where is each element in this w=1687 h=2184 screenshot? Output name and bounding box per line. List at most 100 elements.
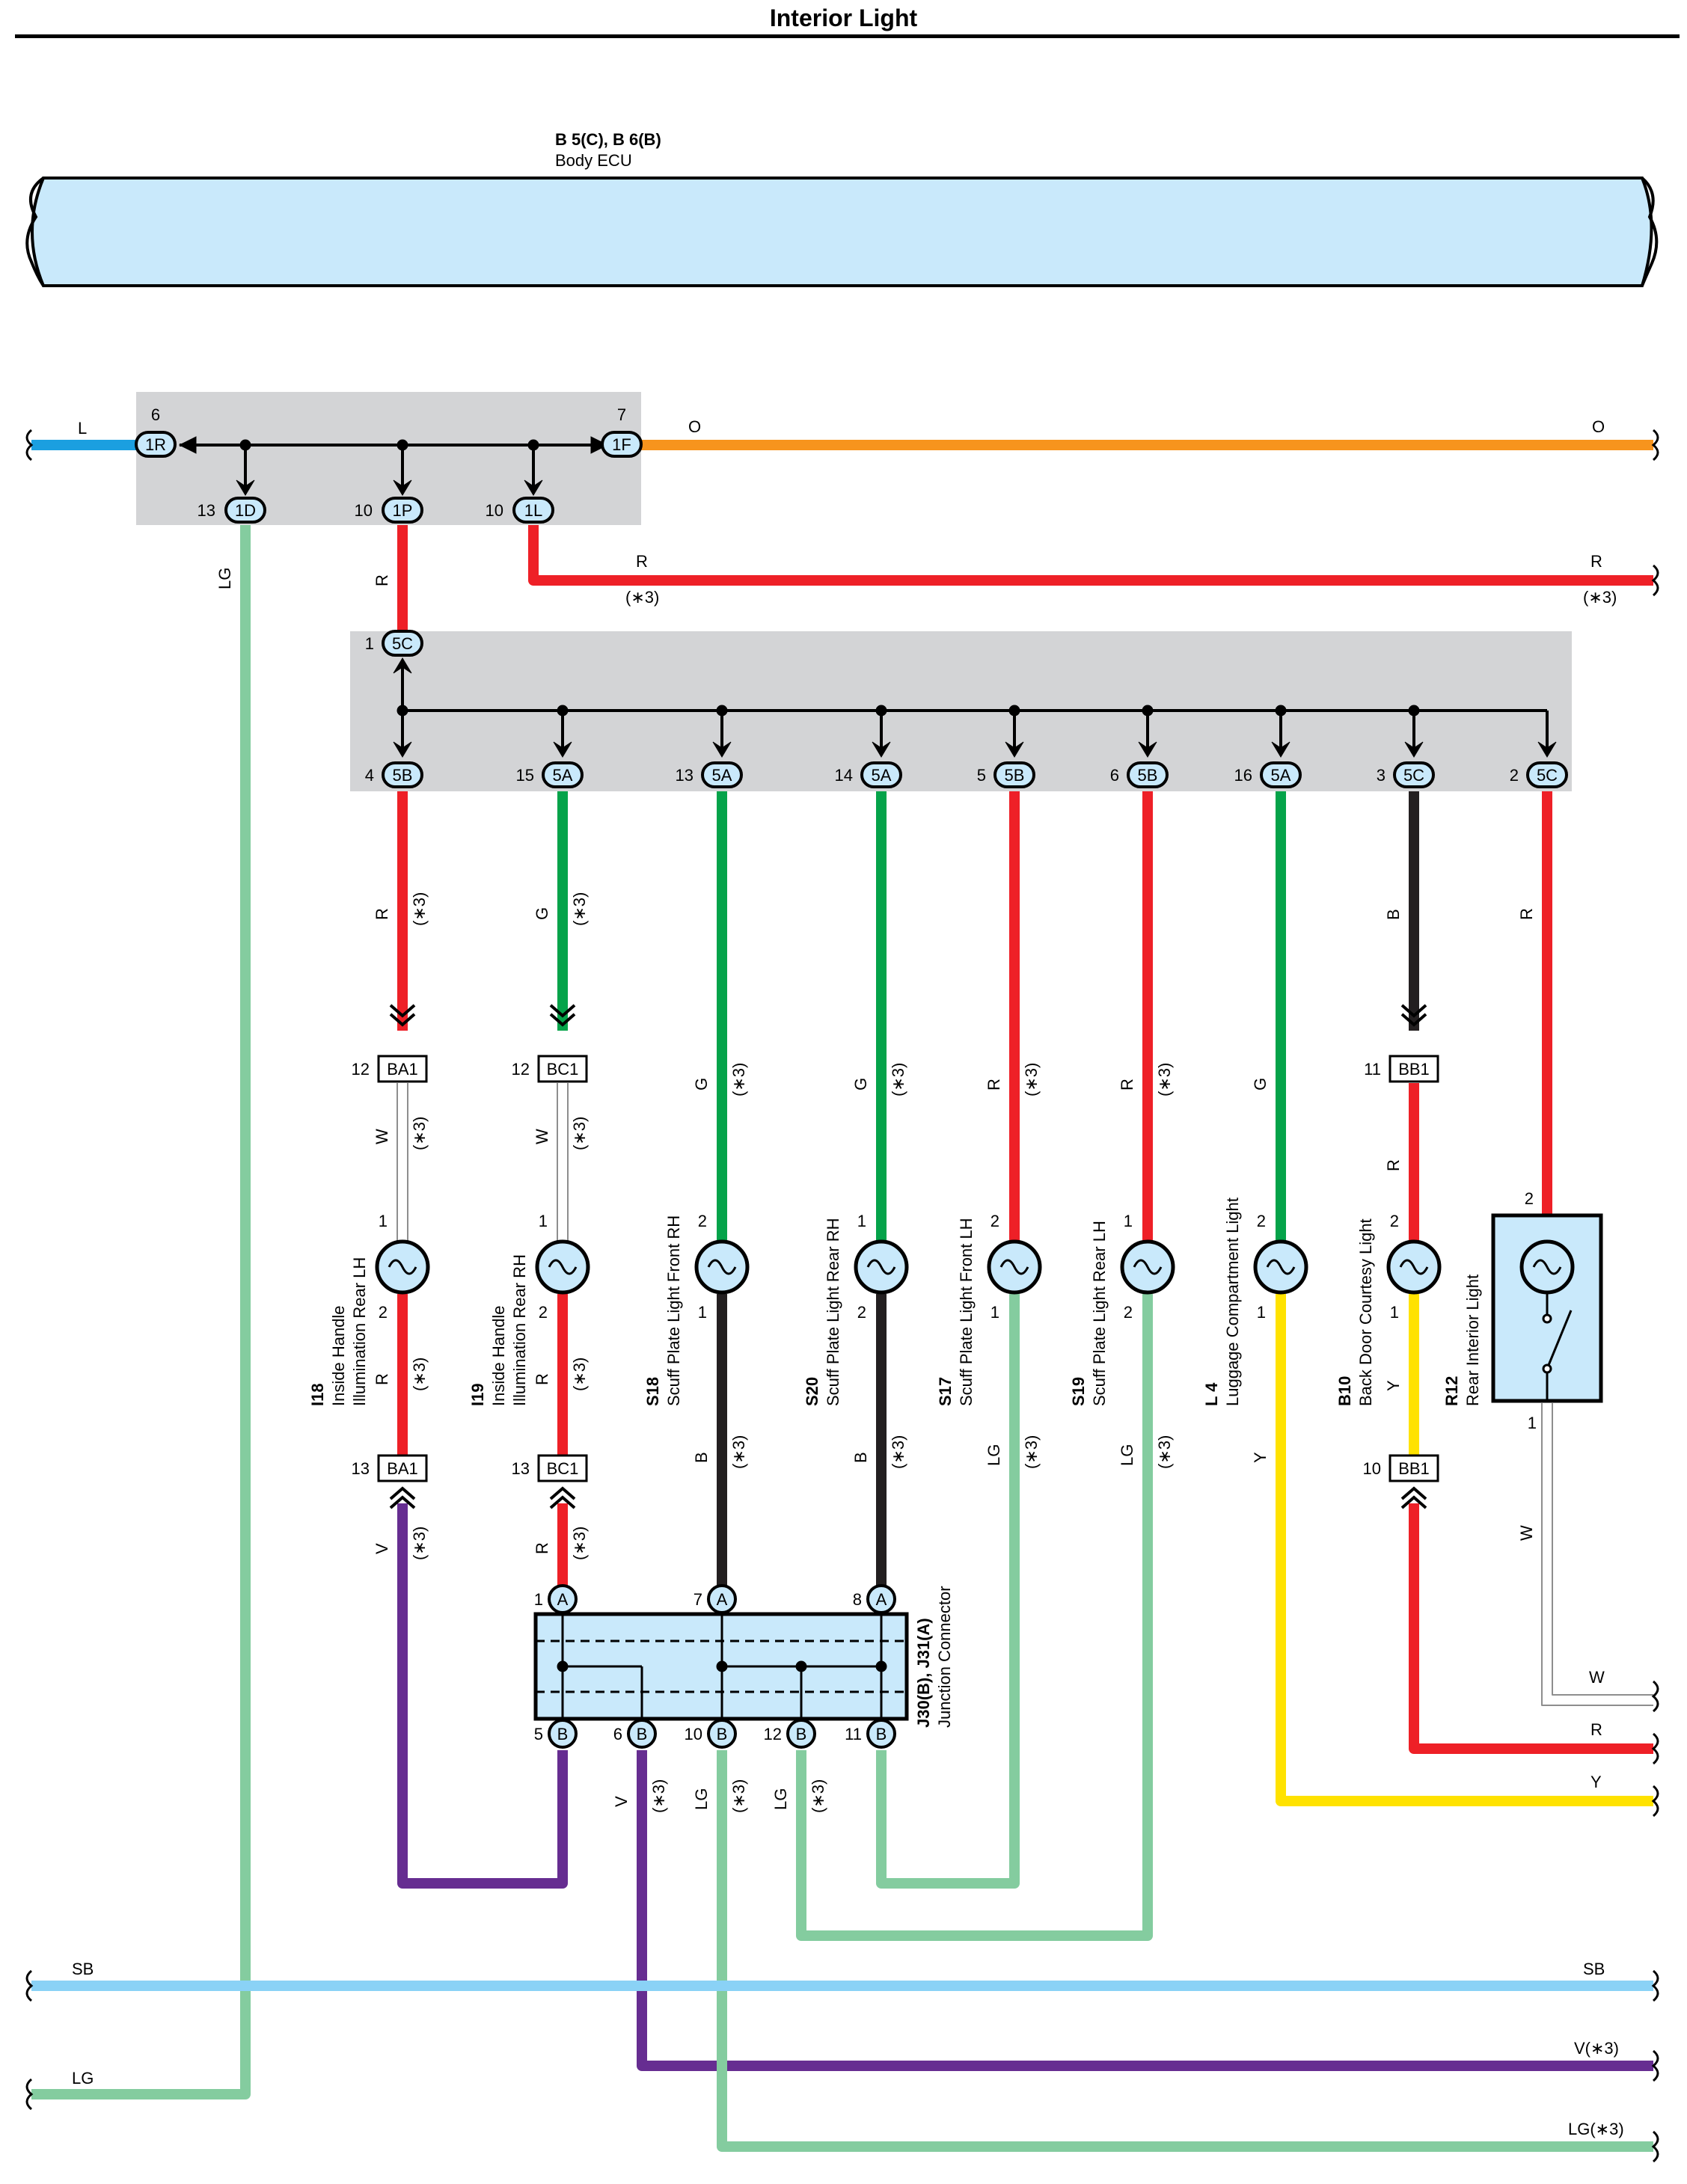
svg-text:2: 2 <box>1257 1212 1266 1230</box>
svg-text:LG: LG <box>985 1444 1003 1466</box>
svg-text:(∗3): (∗3) <box>1583 588 1617 607</box>
jb-pin-1L: 1L 10 <box>486 497 554 524</box>
svg-text:V(∗3): V(∗3) <box>1574 2039 1619 2058</box>
svg-text:G: G <box>1251 1078 1270 1091</box>
jb-pin-out: 5B 4 5A 15 5A 13 5A 14 5B 5 5B 6 5A 16 5… <box>365 761 1568 788</box>
svg-text:2: 2 <box>539 1303 548 1322</box>
svg-text:B: B <box>717 1725 728 1743</box>
svg-text:R: R <box>373 908 391 920</box>
bulb-S19: 1 2 <box>1120 1212 1175 1322</box>
svg-text:6: 6 <box>151 405 160 424</box>
bulb-L4: 2 1 <box>1253 1212 1308 1322</box>
body-ecu: B 5(C), B 6(B) Body ECU <box>25 130 1659 287</box>
label-S19-code: S19 <box>1069 1377 1088 1406</box>
title-rule <box>15 34 1680 38</box>
svg-text:(∗3): (∗3) <box>809 1779 827 1813</box>
wires <box>31 440 1653 2152</box>
svg-text:1D: 1D <box>235 501 256 520</box>
svg-text:A: A <box>717 1590 728 1609</box>
svg-text:L: L <box>78 419 87 438</box>
svg-text:BB1: BB1 <box>1398 1060 1430 1079</box>
svg-text:6: 6 <box>613 1725 622 1743</box>
connector-BA1-top: BA1 12 <box>352 1055 428 1083</box>
wire-labels: L O O R (∗3) R (∗3) SB SB LG V(∗3) LG(∗3… <box>72 417 1624 2138</box>
jb-pin-5C-in: 5C 1 <box>365 630 423 657</box>
bulb-S20: 1 2 <box>854 1212 909 1322</box>
svg-text:(∗3): (∗3) <box>729 1435 748 1469</box>
svg-text:B: B <box>851 1452 870 1463</box>
wire-V-I18 <box>397 1503 568 1889</box>
svg-text:10: 10 <box>355 501 373 520</box>
svg-text:1F: 1F <box>612 435 631 454</box>
label-S19-name: Scuff Plate Light Rear LH <box>1090 1221 1109 1406</box>
label-B10-name: Back Door Courtesy Light <box>1356 1218 1375 1406</box>
svg-text:13: 13 <box>198 501 215 520</box>
svg-text:Y: Y <box>1384 1380 1403 1391</box>
svg-text:(∗3): (∗3) <box>410 892 429 926</box>
svg-text:11: 11 <box>1364 1060 1381 1079</box>
svg-text:13: 13 <box>676 766 694 785</box>
wire-W-R12 <box>1541 1403 1653 1706</box>
svg-text:5C: 5C <box>1403 766 1424 785</box>
svg-text:1: 1 <box>534 1590 543 1609</box>
svg-text:V: V <box>612 1796 631 1807</box>
svg-text:Y: Y <box>1590 1773 1602 1791</box>
svg-text:W: W <box>1517 1525 1536 1541</box>
label-L4-code: L 4 <box>1202 1382 1221 1406</box>
connector-BA1-bottom: BA1 13 <box>352 1454 428 1482</box>
svg-text:5A: 5A <box>712 766 732 785</box>
svg-text:(∗3): (∗3) <box>570 1527 589 1560</box>
svg-text:B: B <box>692 1452 711 1463</box>
svg-text:(∗3): (∗3) <box>729 1063 748 1096</box>
svg-text:5: 5 <box>534 1725 543 1743</box>
connector-BC1-bottom: BC1 13 <box>512 1454 588 1482</box>
svg-text:5: 5 <box>977 766 986 785</box>
component-labels: I18 Inside Handle Illumination Rear LH I… <box>308 1197 1482 1406</box>
junction-name: Junction Connector <box>935 1586 954 1728</box>
wire-LG-S19 <box>796 1294 1153 1941</box>
svg-text:LG: LG <box>771 1788 790 1810</box>
label-L4-name: Luggage Compartment Light <box>1223 1197 1242 1406</box>
svg-text:(∗3): (∗3) <box>410 1527 429 1560</box>
label-S18-name: Scuff Plate Light Front RH <box>664 1215 683 1406</box>
svg-text:6: 6 <box>1110 766 1119 785</box>
jb-pin-1R: 1R 6 <box>135 405 177 458</box>
svg-text:16: 16 <box>1234 766 1252 785</box>
inline-connectors: BA1 12 BC1 12 BB1 11 BA1 13 BC1 13 BB1 1… <box>352 1004 1439 1509</box>
svg-text:5A: 5A <box>1271 766 1291 785</box>
svg-text:7: 7 <box>617 405 626 424</box>
svg-text:5A: 5A <box>872 766 892 785</box>
svg-text:(∗3): (∗3) <box>570 1117 589 1150</box>
label-S17-code: S17 <box>936 1377 955 1406</box>
svg-text:BA1: BA1 <box>387 1060 418 1079</box>
svg-text:1: 1 <box>365 634 374 653</box>
svg-text:BA1: BA1 <box>387 1459 418 1478</box>
svg-text:R: R <box>533 1542 551 1554</box>
svg-text:14: 14 <box>835 766 853 785</box>
svg-text:13: 13 <box>512 1459 530 1478</box>
wire-V-J6 <box>637 1750 1653 2071</box>
svg-text:B: B <box>796 1725 807 1743</box>
label-S20-name: Scuff Plate Light Rear RH <box>824 1218 842 1407</box>
svg-text:13: 13 <box>352 1459 370 1478</box>
svg-text:V: V <box>373 1543 391 1554</box>
svg-text:2: 2 <box>1510 766 1519 785</box>
jb-mid-pins: 5C 1 5B 4 5A 15 5A 13 5A 14 5B 5 5B 6 5A… <box>365 630 1568 788</box>
jb-pin-1F: 1F 7 <box>601 405 643 458</box>
svg-text:5B: 5B <box>1138 766 1158 785</box>
svg-text:LG: LG <box>215 568 234 589</box>
svg-text:1: 1 <box>857 1212 866 1230</box>
svg-text:7: 7 <box>694 1590 702 1609</box>
bulb-R12: 2 1 <box>1491 1189 1603 1432</box>
junction-code: J30(B), J31(A) <box>914 1618 933 1728</box>
svg-text:O: O <box>1592 417 1605 436</box>
jb-pin-1D: 1D 13 <box>198 497 266 524</box>
page-title: Interior Light <box>769 4 918 31</box>
connector-BC1-top: BC1 12 <box>512 1055 588 1083</box>
svg-text:10: 10 <box>685 1725 702 1743</box>
svg-text:4: 4 <box>365 766 374 785</box>
svg-text:1: 1 <box>379 1212 388 1230</box>
label-S20-code: S20 <box>803 1377 821 1406</box>
svg-text:12: 12 <box>764 1725 782 1743</box>
wire-Y-L4 <box>1276 1294 1653 1806</box>
